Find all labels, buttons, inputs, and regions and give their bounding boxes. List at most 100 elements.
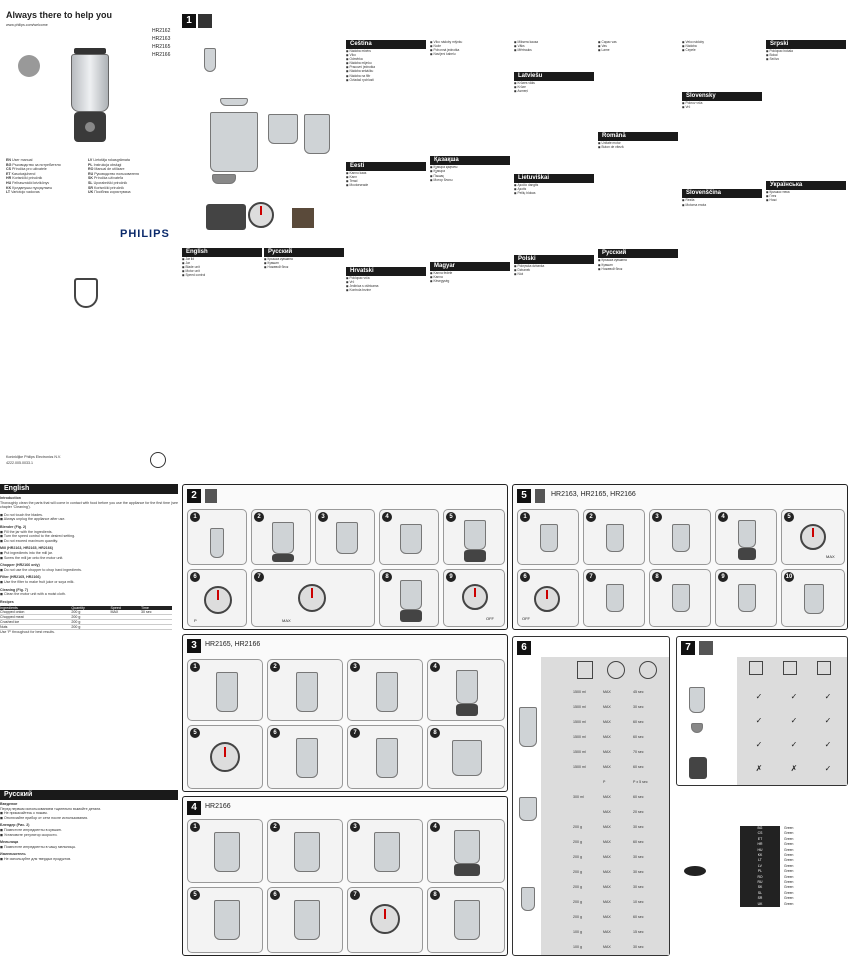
table-cell: Chopped onion bbox=[0, 610, 25, 615]
phone-icon bbox=[205, 489, 217, 503]
table-cell: Chopped meat bbox=[0, 615, 24, 620]
step-7: 7 bbox=[347, 725, 423, 789]
step-3: 3 bbox=[347, 659, 423, 721]
step-10: 10 bbox=[781, 569, 845, 627]
step-7: 7 bbox=[583, 569, 645, 627]
motor-illustration bbox=[689, 757, 707, 779]
step-2: 2 bbox=[251, 509, 311, 565]
panel-5-title: HR2163, HR2165, HR2166 bbox=[551, 491, 636, 498]
panel-number: 7 bbox=[681, 641, 695, 655]
section-latviesu: Latviešu bbox=[514, 72, 594, 82]
section-pycckuu: Русский bbox=[598, 249, 678, 259]
model-4: HR2166 bbox=[152, 52, 171, 58]
lang-item: HR Korisnički priručnik bbox=[6, 176, 43, 181]
section-ukrainska: Українська bbox=[766, 181, 846, 191]
th: Speed bbox=[110, 606, 121, 611]
table-cell: MAX bbox=[110, 610, 119, 615]
model-3: HR2165 bbox=[152, 44, 171, 50]
step-8: 8 bbox=[379, 569, 439, 627]
product-blender-image bbox=[68, 48, 112, 143]
lang-columns-top: Čeština ◼ Nádoba mixéru◼ Víko◼ Odměrka◼ … bbox=[346, 40, 850, 460]
table-row: ✓✓✓ bbox=[755, 716, 832, 725]
recycle-icon bbox=[150, 452, 166, 468]
th: Ingredients bbox=[0, 606, 18, 611]
panel-number: 6 bbox=[517, 641, 531, 655]
step-5: 5 bbox=[187, 725, 263, 789]
english-manual: English Introduction Thoroughly clean th… bbox=[0, 484, 178, 635]
panel-4-chopper: 4 HR2166 1 2 3 4 5 6 7 8 bbox=[182, 796, 508, 956]
step-2: 2 bbox=[267, 819, 343, 883]
ru-mill-heading: Мельница bbox=[0, 840, 19, 845]
lang-item: SR Korisnički priručnik bbox=[88, 185, 124, 190]
lang-item: KK Қолданушы нұсқаулығы bbox=[6, 185, 53, 190]
dial-label-off: OFF bbox=[486, 616, 494, 621]
philips-shield-icon bbox=[74, 278, 98, 308]
step-3: 3 bbox=[347, 819, 423, 883]
section-kazakh: Қазақша bbox=[430, 156, 510, 166]
step-4: 4 bbox=[379, 509, 439, 565]
table-cell: 30 sec bbox=[140, 610, 152, 615]
part-lid bbox=[220, 98, 248, 106]
lang-item: SL Uporabniški priročnik bbox=[88, 180, 128, 185]
table-row: ✓✓✓ bbox=[755, 692, 832, 701]
cleaning-icon bbox=[699, 641, 713, 655]
step-5: 5 bbox=[443, 509, 505, 565]
step-4: 4 bbox=[715, 509, 777, 565]
part-chopper bbox=[268, 114, 298, 144]
lang-item: BG Ръководство за потребителя bbox=[6, 162, 61, 167]
th: Quantity bbox=[71, 606, 85, 611]
section-slovensky: Slovensky bbox=[682, 92, 762, 102]
step-1: 1 bbox=[187, 659, 263, 721]
step-1: 1 bbox=[187, 819, 263, 883]
step-9: 9 bbox=[715, 569, 777, 627]
table-cell bbox=[141, 625, 172, 630]
section-english-large: English bbox=[0, 484, 178, 494]
russian-manual: Русский Введение Перед первым использова… bbox=[0, 790, 178, 959]
part-dial bbox=[248, 202, 274, 228]
dial-label-max: MAX bbox=[826, 554, 835, 559]
dishwasher-icon bbox=[749, 661, 763, 675]
lang-item: EN User manual bbox=[6, 158, 33, 162]
check-grid: ✓✓✓ ✓✓✓ ✓✓✓ ✗✗✓ bbox=[741, 685, 845, 781]
blade-illustration bbox=[691, 723, 703, 733]
table-row: ✗✗✓ bbox=[755, 764, 832, 773]
lang-item: RU Руководство пользователя bbox=[88, 171, 139, 176]
lang-item: PL Instrukcja obsługi bbox=[88, 162, 122, 167]
register-note: www.philips.com/welcome bbox=[6, 23, 48, 27]
ru-intro-heading: Введение bbox=[0, 802, 18, 806]
section-lietuviskai: Lietuviškai bbox=[514, 173, 594, 183]
table-cell bbox=[111, 625, 141, 630]
panel-number: 5 bbox=[517, 489, 531, 503]
step-4: 4 bbox=[427, 819, 505, 883]
section-slovenscina: Slovenščina bbox=[682, 189, 762, 199]
tap-icon bbox=[783, 661, 797, 675]
step-4: 4 bbox=[427, 659, 505, 721]
lang-item: LT Vartotojo vadovas bbox=[6, 190, 40, 195]
panel-number: 4 bbox=[187, 801, 201, 815]
lang-item: LV Lietotāja rokasgrāmata bbox=[88, 158, 130, 162]
lang-item: SK Príručka užívateľa bbox=[88, 176, 124, 181]
step-3: 3 bbox=[315, 509, 375, 565]
cleaning-heading: Cleaning (Fig. 7) bbox=[0, 587, 28, 592]
panel-3-filter: 3 HR2165, HR2166 1 2 3 4 5 6 7 8 bbox=[182, 634, 508, 792]
